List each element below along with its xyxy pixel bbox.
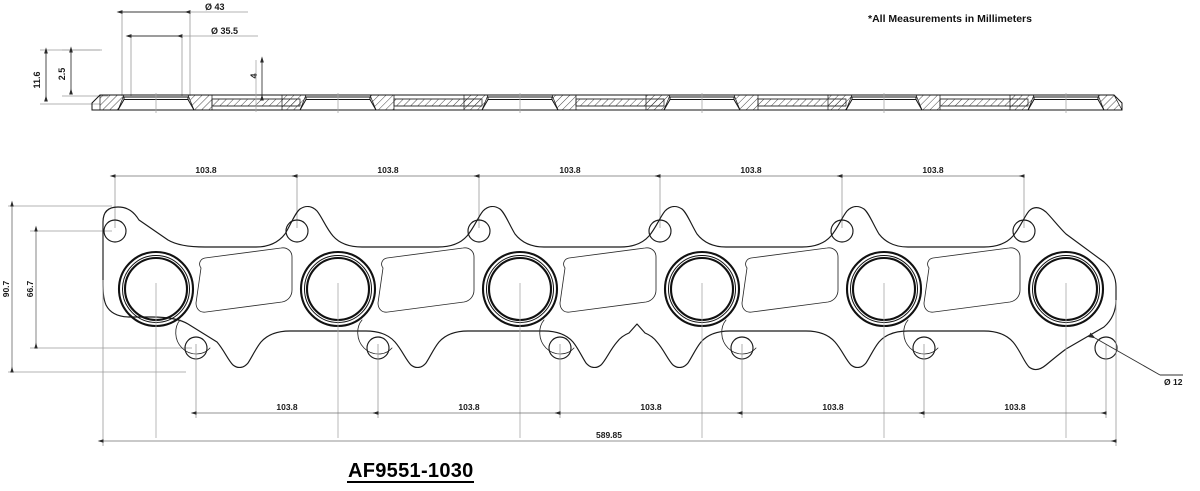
callout-bolt-hole-diameter-text: Ø 12 (1164, 377, 1183, 387)
gasket-bottom-bolt-holes (184, 336, 1118, 360)
dim-pitch-top-4-text: 103.8 (740, 165, 762, 175)
bolt-hole (648, 219, 672, 243)
dim-height-90-7-text: 90.7 (1, 280, 11, 297)
gasket-relief-slots (195, 247, 1021, 313)
dim-pitch-bottom-2-text: 103.8 (458, 402, 480, 412)
plan-top-dimension-chain: 103.8 103.8 103.8 103.8 103.8 (109, 165, 1025, 228)
part-number-block: AF9551-1030 (347, 460, 474, 483)
dim-bore-35-5: Ø 35.5 (125, 26, 258, 38)
dim-bore-35-5-text: Ø 35.5 (211, 26, 238, 36)
section-bore-extension-lines (121, 12, 191, 96)
dim-step-2-5: 2.5 (57, 46, 108, 97)
gasket-top-bolt-holes (103, 219, 1036, 243)
bolt-hole (830, 219, 854, 243)
dim-step-2-5-text: 2.5 (57, 68, 67, 81)
dim-overall-length-text: 589.85 (596, 430, 622, 440)
section-bore-tapers (117, 99, 1105, 111)
dim-plate-4-text: 4 (249, 73, 259, 78)
bolt-hole (1012, 219, 1036, 243)
dim-bore-43: Ø 43 (116, 2, 248, 14)
dim-plate-4: 4 (249, 56, 264, 101)
section-profile-body (91, 60, 1123, 113)
gasket-port-rings (117, 250, 1105, 328)
dim-pitch-top-3-text: 103.8 (559, 165, 581, 175)
bolt-hole (285, 219, 309, 243)
bolt-hole (467, 219, 491, 243)
gasket-outline (102, 205, 1117, 371)
gasket-inner-contours (175, 319, 939, 355)
dim-pitch-bottom-4-text: 103.8 (822, 402, 844, 412)
section-view-group: Ø 43 Ø 35.5 11.6 2.5 (32, 2, 1123, 113)
section-web-lines (212, 98, 1028, 107)
gasket-body-group (102, 205, 1118, 446)
dim-thickness-11-6-text: 11.6 (32, 71, 42, 88)
dim-pitch-top-1-text: 103.8 (195, 165, 217, 175)
units-note: *All Measurements in Millimeters (868, 13, 1032, 25)
plan-overall-dimension: 589.85 (97, 430, 1117, 443)
dim-pitch-top-2-text: 103.8 (377, 165, 399, 175)
section-center-lines (155, 60, 1067, 113)
dim-pitch-top-5-text: 103.8 (922, 165, 944, 175)
plan-bottom-dimension-chain: 103.8 103.8 103.8 103.8 103.8 (190, 402, 1107, 415)
dim-bore-43-text: Ø 43 (205, 2, 225, 12)
dim-pitch-bottom-3-text: 103.8 (640, 402, 662, 412)
callout-bolt-hole-diameter: Ø 12 (1088, 332, 1183, 387)
part-number-label: AF9551-1030 (348, 460, 474, 482)
dim-pitch-bottom-1-text: 103.8 (276, 402, 298, 412)
bolt-hole (103, 219, 127, 243)
dim-height-66-7-text: 66.7 (25, 280, 35, 297)
plan-bottom-extension-lines (102, 280, 1117, 446)
section-hatch-regions (99, 94, 1123, 111)
plan-left-dimension-chain: 90.7 66.7 (1, 200, 192, 373)
dim-pitch-bottom-5-text: 103.8 (1004, 402, 1026, 412)
